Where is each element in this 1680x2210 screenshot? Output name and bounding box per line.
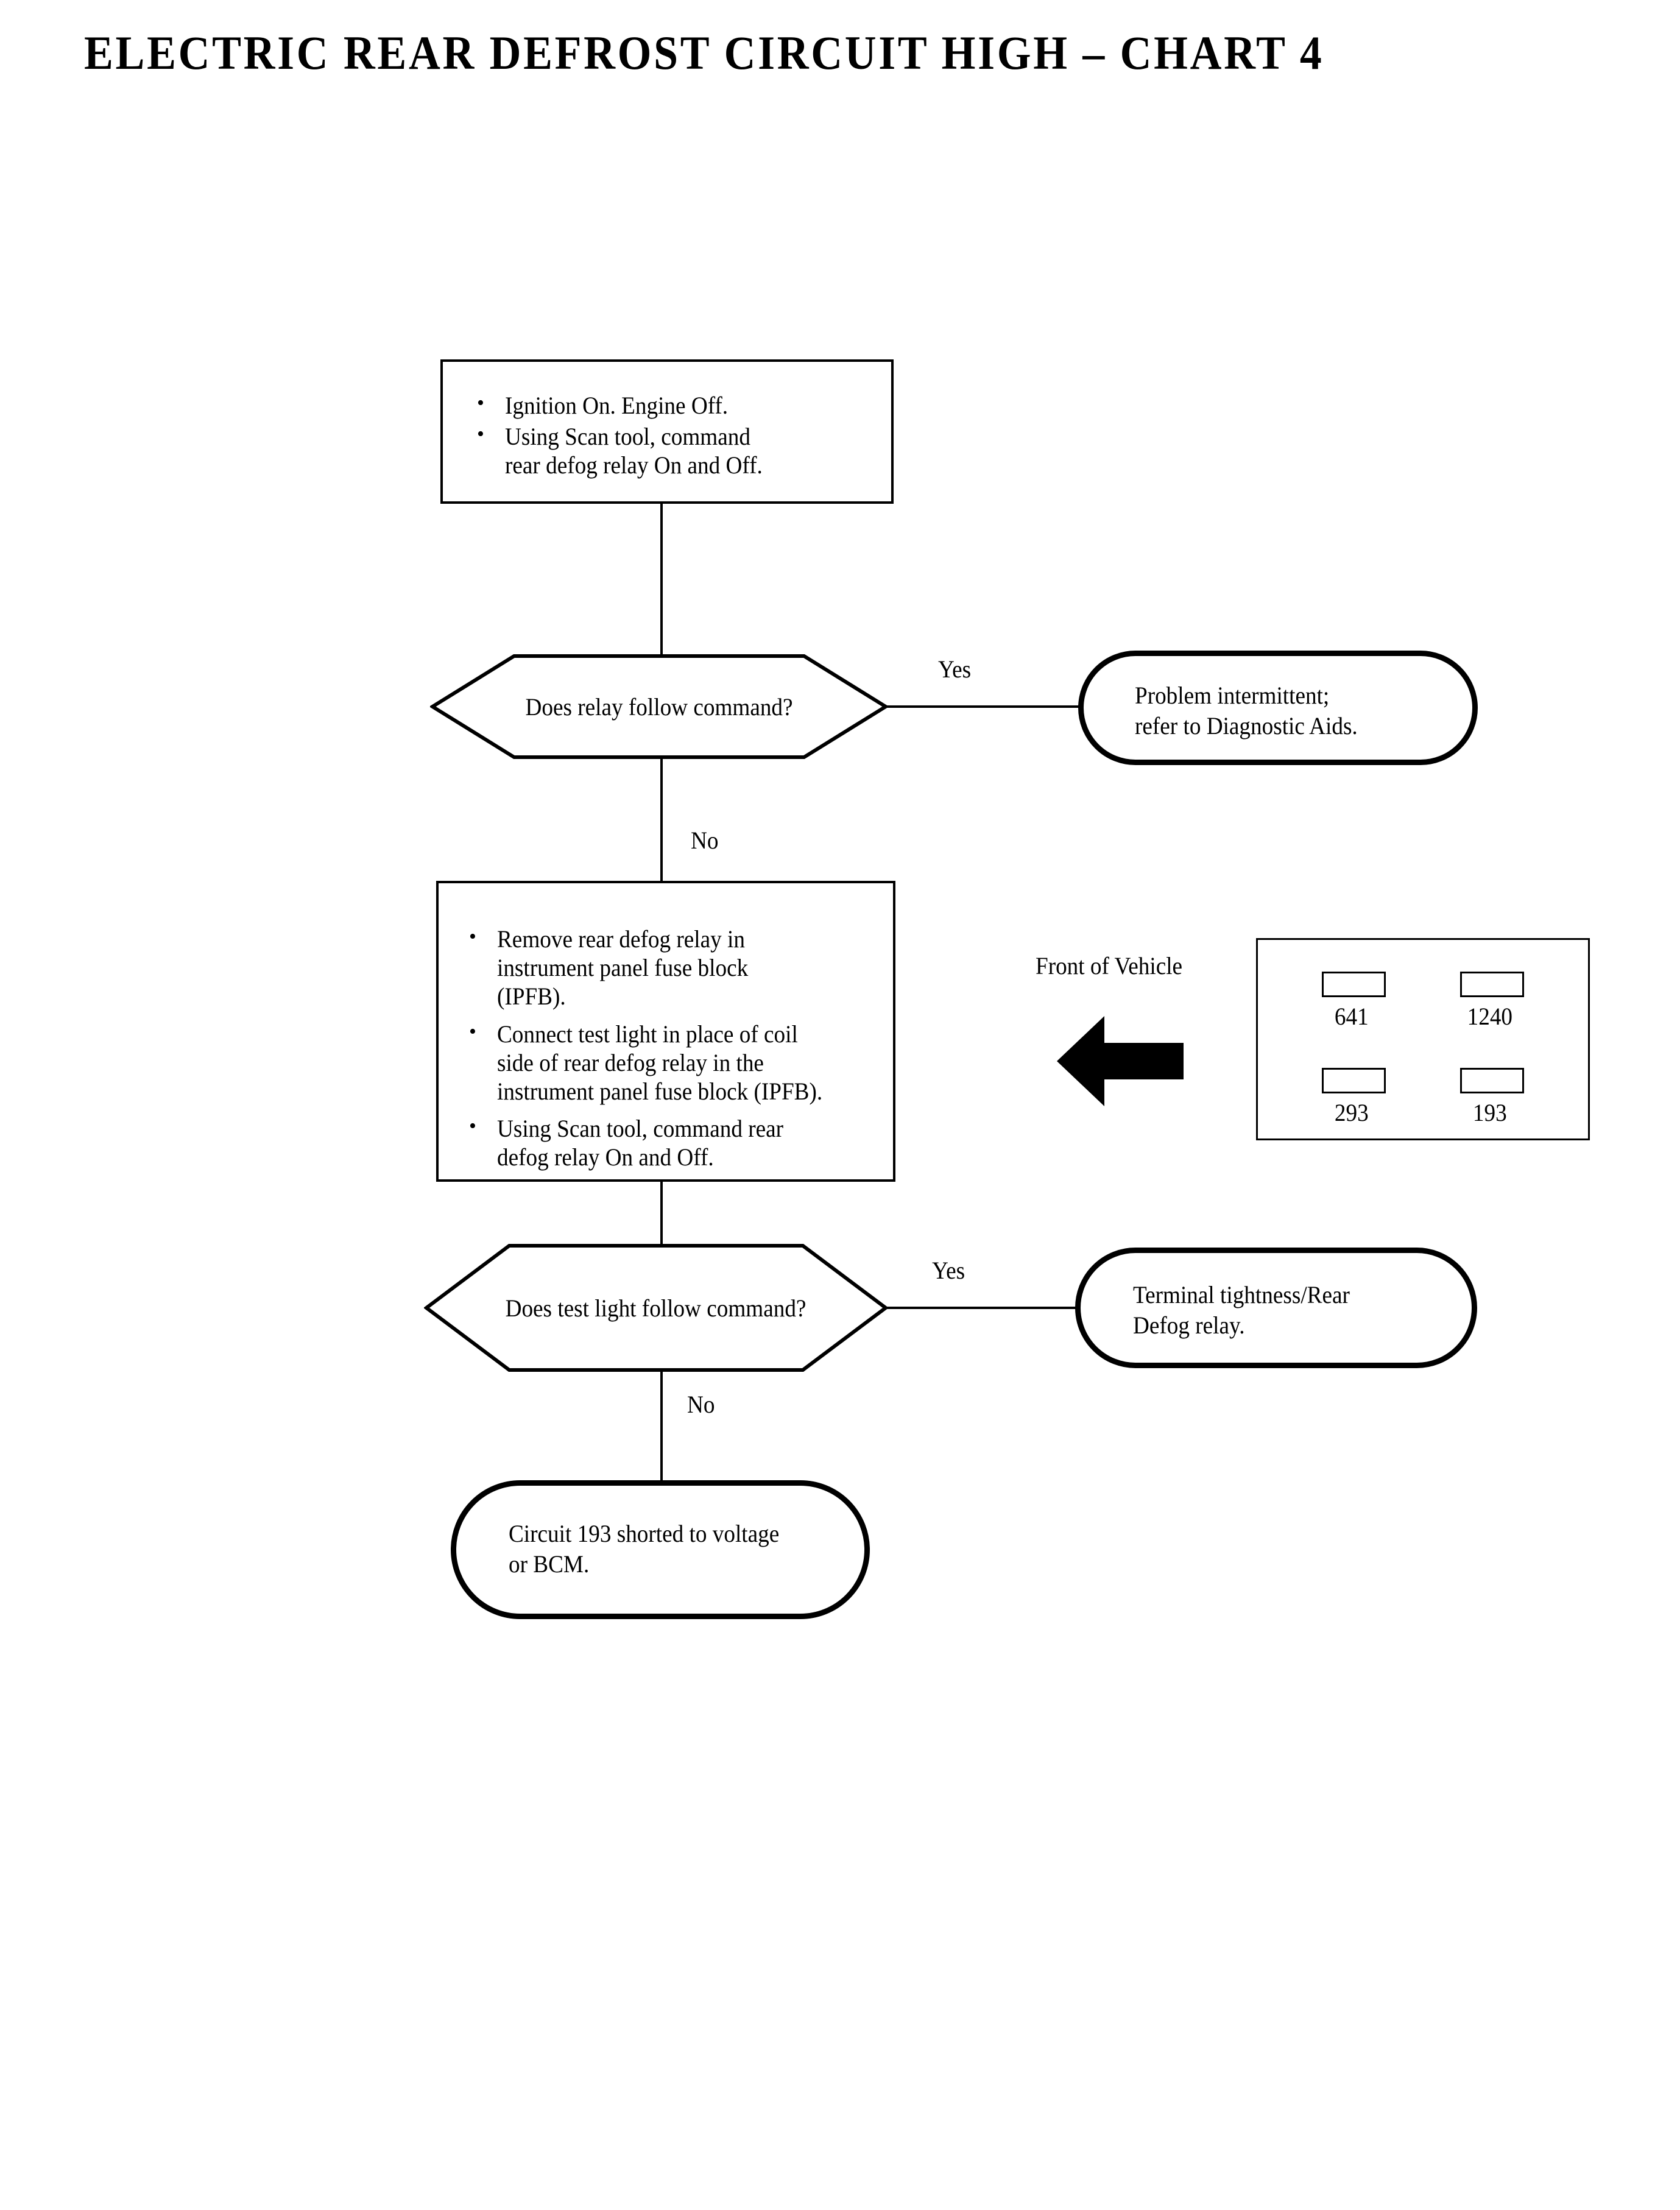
result2-text: Terminal tightness/Rear Defog relay. xyxy=(1133,1281,1350,1339)
edge-label-no-1: No xyxy=(691,827,719,854)
step1-item-1-text: Using Scan tool, command rear defog rela… xyxy=(505,423,763,479)
connector-cavity-1240 xyxy=(1460,972,1524,997)
list-item: • Ignition On. Engine Off. xyxy=(477,391,867,420)
list-item: • Using Scan tool, command rear defog re… xyxy=(477,422,867,479)
bullet-glyph-icon: • xyxy=(469,1115,476,1138)
edge-label-yes-1: Yes xyxy=(938,655,972,683)
edge-label-yes-2: Yes xyxy=(932,1257,965,1284)
step2-process-box: • Remove rear defog relay in instrument … xyxy=(436,881,895,1182)
step2-bullet-list: • Remove rear defog relay in instrument … xyxy=(469,925,889,1174)
result2-terminator: Terminal tightness/Rear Defog relay. xyxy=(1075,1248,1477,1368)
edge-decision2-yes xyxy=(886,1307,1078,1309)
decision2-hexagon: Does test light follow command? xyxy=(424,1243,888,1373)
ipfb-connector-box: 641 1240 293 193 xyxy=(1256,938,1590,1140)
bullet-glyph-icon: • xyxy=(477,423,484,446)
result1-text: Problem intermittent; refer to Diagnosti… xyxy=(1135,682,1358,740)
connector-cavity-293 xyxy=(1322,1068,1386,1093)
edge-decision1-no xyxy=(660,758,663,882)
connector-cavity-641 xyxy=(1322,972,1386,997)
result1-terminator: Problem intermittent; refer to Diagnosti… xyxy=(1078,651,1478,765)
step2-item-1-text: Connect test light in place of coil side… xyxy=(497,1020,823,1105)
front-of-vehicle-arrow-icon xyxy=(1057,1016,1184,1106)
edge-decision1-yes xyxy=(884,705,1081,708)
bullet-glyph-icon: • xyxy=(469,925,476,948)
step2-item-2-text: Using Scan tool, command rear defog rela… xyxy=(497,1115,784,1171)
connector-cavity-193 xyxy=(1460,1068,1524,1093)
step2-item-0-text: Remove rear defog relay in instrument pa… xyxy=(497,925,749,1011)
edge-decision2-no xyxy=(660,1372,663,1483)
edge-step1-to-decision1 xyxy=(660,504,663,655)
list-item: • Remove rear defog relay in instrument … xyxy=(469,925,889,1011)
step1-item-0-text: Ignition On. Engine Off. xyxy=(505,392,729,419)
edge-step2-to-decision2 xyxy=(660,1182,663,1246)
page-title: ELECTRIC REAR DEFROST CIRCUIT HIGH – CHA… xyxy=(84,26,1324,79)
connector-cavity-label-1240: 1240 xyxy=(1467,1003,1513,1030)
step1-bullet-list: • Ignition On. Engine Off. • Using Scan … xyxy=(477,391,867,482)
connector-cavity-label-193: 193 xyxy=(1472,1099,1507,1126)
list-item: • Using Scan tool, command rear defog re… xyxy=(469,1114,889,1171)
connector-cavity-label-641: 641 xyxy=(1334,1003,1369,1030)
step1-process-box: • Ignition On. Engine Off. • Using Scan … xyxy=(440,359,894,504)
decision1-hexagon: Does relay follow command? xyxy=(430,653,888,760)
result3-terminator: Circuit 193 shorted to voltage or BCM. xyxy=(451,1480,870,1619)
edge-label-no-2: No xyxy=(687,1391,715,1418)
bullet-glyph-icon: • xyxy=(477,392,484,414)
bullet-glyph-icon: • xyxy=(469,1020,476,1043)
list-item: • Connect test light in place of coil si… xyxy=(469,1020,889,1106)
decision1-hexagon-shape xyxy=(430,654,888,759)
result3-text: Circuit 193 shorted to voltage or BCM. xyxy=(509,1520,780,1578)
connector-cavity-label-293: 293 xyxy=(1334,1099,1369,1126)
front-of-vehicle-label: Front of Vehicle xyxy=(1036,952,1183,980)
decision2-hexagon-shape xyxy=(424,1244,888,1372)
